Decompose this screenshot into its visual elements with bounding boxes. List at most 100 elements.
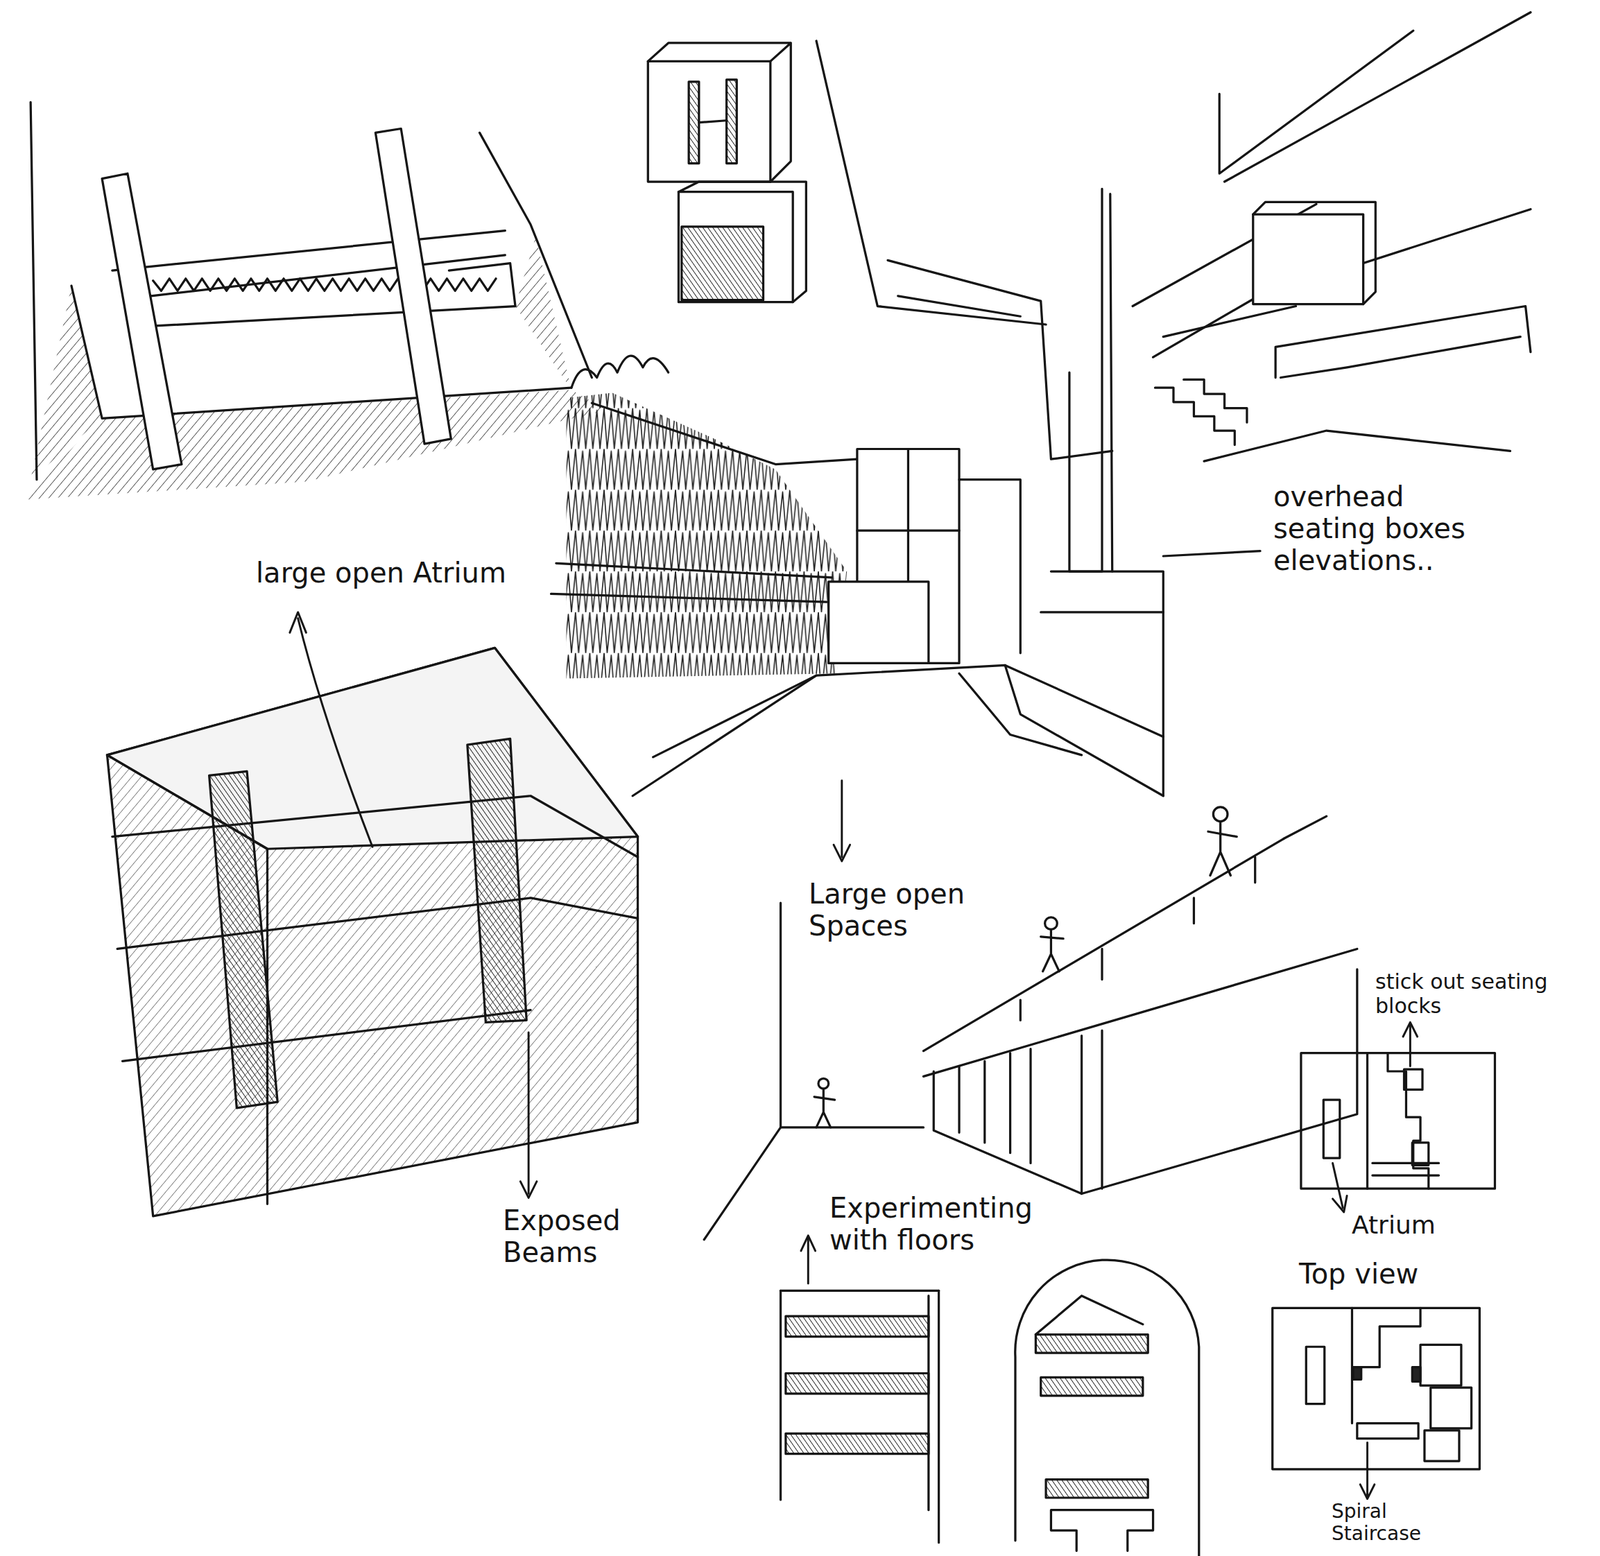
ceiling-sketch-stroke: [142, 306, 516, 327]
leader-arrows-stroke: [1360, 1484, 1375, 1500]
atrium-street-sketch-stroke: [556, 563, 832, 578]
atrium-elevation-stroke: [1372, 1163, 1440, 1176]
sketch-defs: [20, 12, 1531, 1556]
atrium-elevation-stroke: [1387, 1053, 1429, 1190]
ceiling-sketch-stroke: [101, 173, 182, 470]
atrium-street-sketch-stroke: [571, 355, 669, 388]
top-view-plan-stroke: [1357, 1423, 1419, 1440]
floor-studies-stroke: [1045, 1480, 1148, 1499]
floor-studies-stroke: [1041, 1377, 1143, 1396]
top-view-plan-stroke: [1420, 1344, 1462, 1386]
annotation-label: overhead seating boxes elevations..: [1270, 479, 1512, 578]
atrium-box-sketch-stroke: [122, 1010, 532, 1062]
floor-studies-stroke: [785, 1373, 929, 1395]
atrium-street-sketch-stroke: [1041, 611, 1164, 614]
overhead-boxes-sketch-stroke: [1253, 201, 1376, 304]
leader-arrows-stroke: [833, 844, 851, 862]
floor-studies-stroke: [1015, 1260, 1200, 1556]
ceiling-sketch-stroke: [515, 236, 572, 390]
atrium-street-sketch-stroke: [632, 665, 1164, 796]
atrium-street-sketch-stroke: [1110, 194, 1113, 572]
top-view-plan-stroke: [1353, 1367, 1362, 1381]
annotation-label: stick out seating blocks: [1372, 969, 1569, 1019]
atrium-street-sketch: [551, 40, 1317, 797]
leader-arrows-stroke: [807, 1238, 810, 1284]
top-view-plan-stroke: [1412, 1367, 1421, 1383]
leader-arrows-stroke: [1403, 1022, 1418, 1037]
open-space-sketch-stroke: [1213, 807, 1228, 822]
floor-studies-stroke: [785, 1433, 929, 1454]
overhead-boxes-sketch-stroke: [1153, 209, 1531, 358]
atrium-street-sketch-stroke: [591, 402, 858, 464]
cube-studies: [647, 42, 806, 303]
ceiling-sketch-stroke: [448, 263, 516, 307]
atrium-elevation: [1301, 1053, 1496, 1190]
cube-studies-stroke: [678, 181, 806, 303]
atrium-box-sketch-stroke: [209, 771, 279, 1109]
top-view-plan-stroke: [1305, 1346, 1324, 1404]
cube-studies-stroke: [699, 120, 727, 123]
floor-studies-stroke: [1050, 1510, 1153, 1552]
top-view-plan-stroke: [1424, 1430, 1460, 1462]
leader-arrows: [289, 612, 1418, 1500]
annotation-label: Large open Spaces: [805, 877, 992, 943]
ceiling-sketch-stroke: [30, 285, 102, 480]
annotation-label: Exposed Beams: [500, 1203, 645, 1270]
ceiling-sketch-stroke: [151, 255, 506, 297]
cube-studies-stroke: [681, 226, 764, 301]
atrium-street-sketch-stroke: [551, 593, 827, 602]
overhead-boxes-sketch-stroke: [1155, 387, 1236, 445]
cube-studies-stroke: [647, 42, 791, 182]
ceiling-sketch-stroke: [30, 101, 37, 480]
atrium-box-sketch: [106, 647, 638, 1217]
overhead-boxes-sketch-stroke: [1203, 430, 1510, 462]
open-space-sketch-stroke: [923, 948, 1358, 1077]
open-space-sketch-stroke: [703, 1127, 781, 1241]
open-space-sketch-stroke: [933, 969, 1358, 1195]
ceiling-sketch-stroke: [20, 389, 607, 501]
open-space-sketch-stroke: [1283, 816, 1327, 839]
annotation-label: large open Atrium: [253, 556, 510, 590]
atrium-street-sketch-stroke: [653, 675, 817, 758]
overhead-boxes-sketch: [1153, 12, 1531, 557]
annotation-label: Spiral Staircase: [1328, 1500, 1460, 1546]
overhead-boxes-sketch-stroke: [1224, 12, 1531, 182]
atrium-elevation-stroke: [1366, 1053, 1369, 1190]
atrium-street-sketch-stroke: [828, 581, 929, 664]
ceiling-sketch-stroke: [479, 132, 593, 378]
annotation-label: Experimenting with floors: [826, 1191, 1069, 1257]
atrium-street-sketch-stroke: [1004, 665, 1164, 796]
atrium-street-sketch-stroke: [566, 393, 848, 679]
leader-arrows-stroke: [801, 1235, 816, 1252]
overhead-boxes-sketch-stroke: [1253, 214, 1364, 304]
open-space-sketch: [703, 807, 1358, 1241]
floor-studies: [780, 1260, 1200, 1556]
ceiling-sketch-stroke: [153, 278, 496, 292]
open-space-sketch-stroke: [1208, 821, 1237, 876]
overhead-boxes-sketch-stroke: [1280, 337, 1521, 378]
atrium-elevation-stroke: [1404, 1069, 1423, 1090]
atrium-street-sketch-stroke: [1050, 571, 1164, 797]
leader-arrows-stroke: [1332, 1195, 1348, 1213]
overhead-boxes-sketch-stroke: [1163, 306, 1296, 338]
floor-studies-stroke: [780, 1290, 940, 1543]
atrium-street-sketch-stroke: [816, 40, 1046, 325]
ceiling-sketch: [20, 101, 607, 501]
open-space-sketch-stroke: [1041, 929, 1064, 971]
leader-arrows-stroke: [527, 1032, 530, 1194]
cube-studies-stroke: [688, 81, 700, 164]
open-space-sketch-stroke: [818, 1078, 829, 1089]
annotation-label: Top view: [1296, 1257, 1422, 1291]
atrium-elevation-stroke: [1323, 1099, 1340, 1159]
cube-studies-stroke: [678, 192, 793, 303]
leader-arrows-stroke: [1409, 1025, 1412, 1067]
floor-studies-stroke: [1035, 1296, 1143, 1336]
open-space-sketch-stroke: [814, 1088, 835, 1128]
atrium-street-sketch-stroke: [898, 296, 1021, 317]
overhead-boxes-sketch-stroke: [1163, 551, 1261, 557]
atrium-street-sketch-stroke: [1069, 188, 1103, 572]
atrium-street-sketch-stroke: [959, 479, 1021, 654]
open-space-sketch-stroke: [1020, 857, 1255, 1021]
cube-studies-stroke: [726, 79, 738, 164]
